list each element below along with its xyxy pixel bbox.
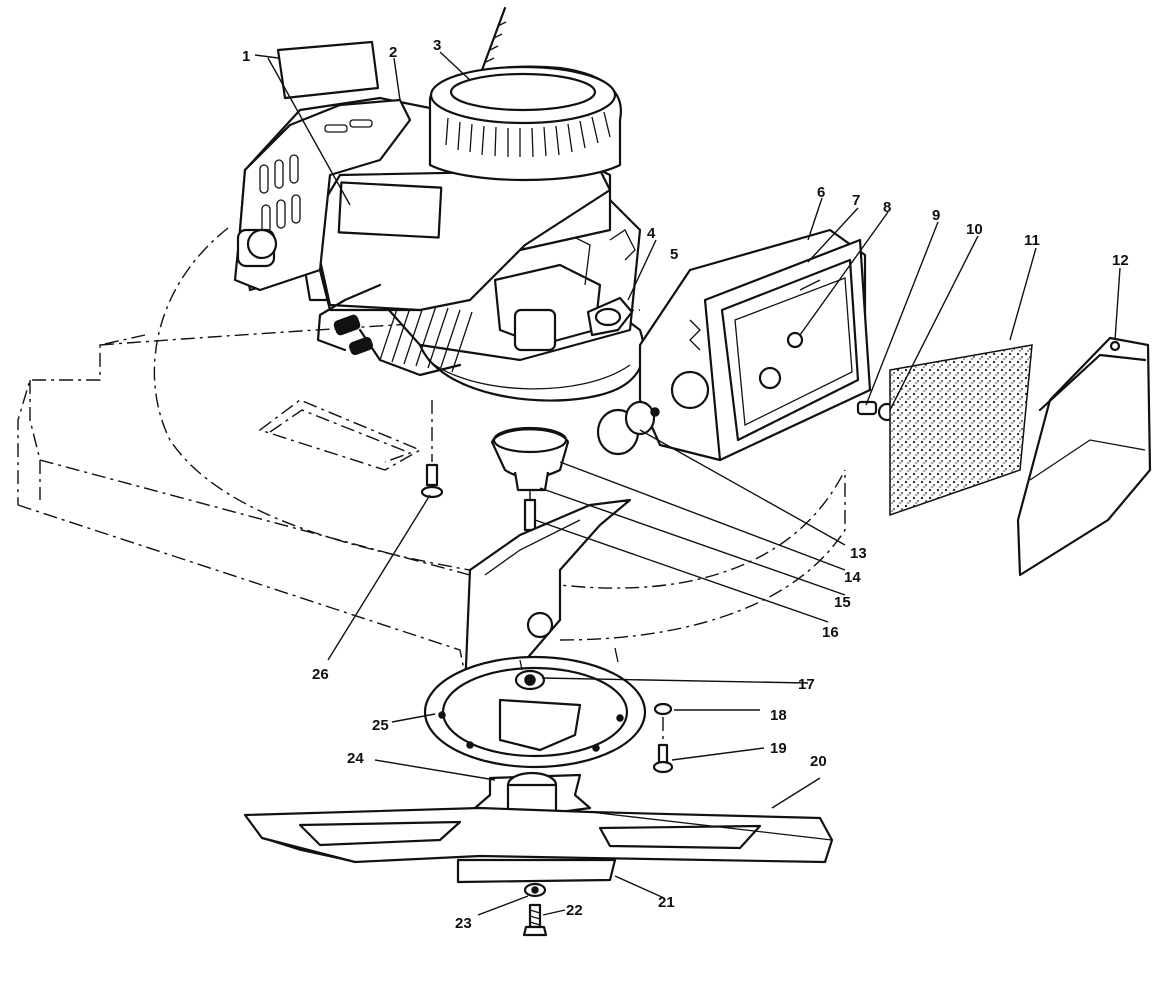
callout-11: 11 (1024, 232, 1040, 249)
callout-4: 4 (647, 225, 656, 242)
callout-15: 15 (834, 594, 851, 611)
callout-14: 14 (844, 569, 861, 586)
callout-18: 18 (770, 707, 787, 724)
crankshaft-key (523, 490, 537, 532)
callout-7: 7 (852, 192, 860, 209)
callout-24: 24 (347, 750, 364, 767)
callout-16: 16 (822, 624, 839, 641)
gasket (586, 296, 634, 337)
callout-8: 8 (883, 199, 891, 216)
blade-bolt (522, 882, 548, 937)
starter-slots (445, 111, 611, 158)
decal (276, 40, 380, 100)
callout-13: 13 (850, 545, 867, 562)
callout-22: 22 (566, 902, 583, 919)
callout-5: 5 (670, 246, 678, 263)
callout-20: 20 (810, 753, 827, 770)
callout-6: 6 (817, 184, 825, 201)
leader-lines (254, 51, 1121, 916)
callout-2: 2 (389, 44, 397, 61)
callout-21: 21 (658, 894, 675, 911)
spacer-cone (490, 426, 570, 492)
callout-25: 25 (372, 717, 389, 734)
callout-9: 9 (932, 207, 940, 224)
air-cleaner-cover (1016, 336, 1152, 577)
engine (233, 6, 645, 499)
callout-26: 26 (312, 666, 329, 683)
blade-adapter-plate (423, 647, 647, 769)
deck-screw (652, 702, 674, 774)
mower-blade (243, 806, 834, 884)
callout-labels: 1 2 3 4 5 6 7 8 9 10 11 12 13 14 15 16 1… (242, 37, 1129, 932)
air-cleaner-body (638, 228, 872, 462)
callout-1: 1 (242, 48, 250, 65)
foam-air-filter (889, 344, 1033, 517)
callout-19: 19 (770, 740, 787, 757)
callout-17: 17 (798, 676, 815, 693)
choke-bulbs (596, 400, 660, 456)
callout-12: 12 (1112, 252, 1129, 269)
callout-10: 10 (966, 221, 983, 238)
callout-23: 23 (455, 915, 472, 932)
callout-3: 3 (433, 37, 441, 54)
